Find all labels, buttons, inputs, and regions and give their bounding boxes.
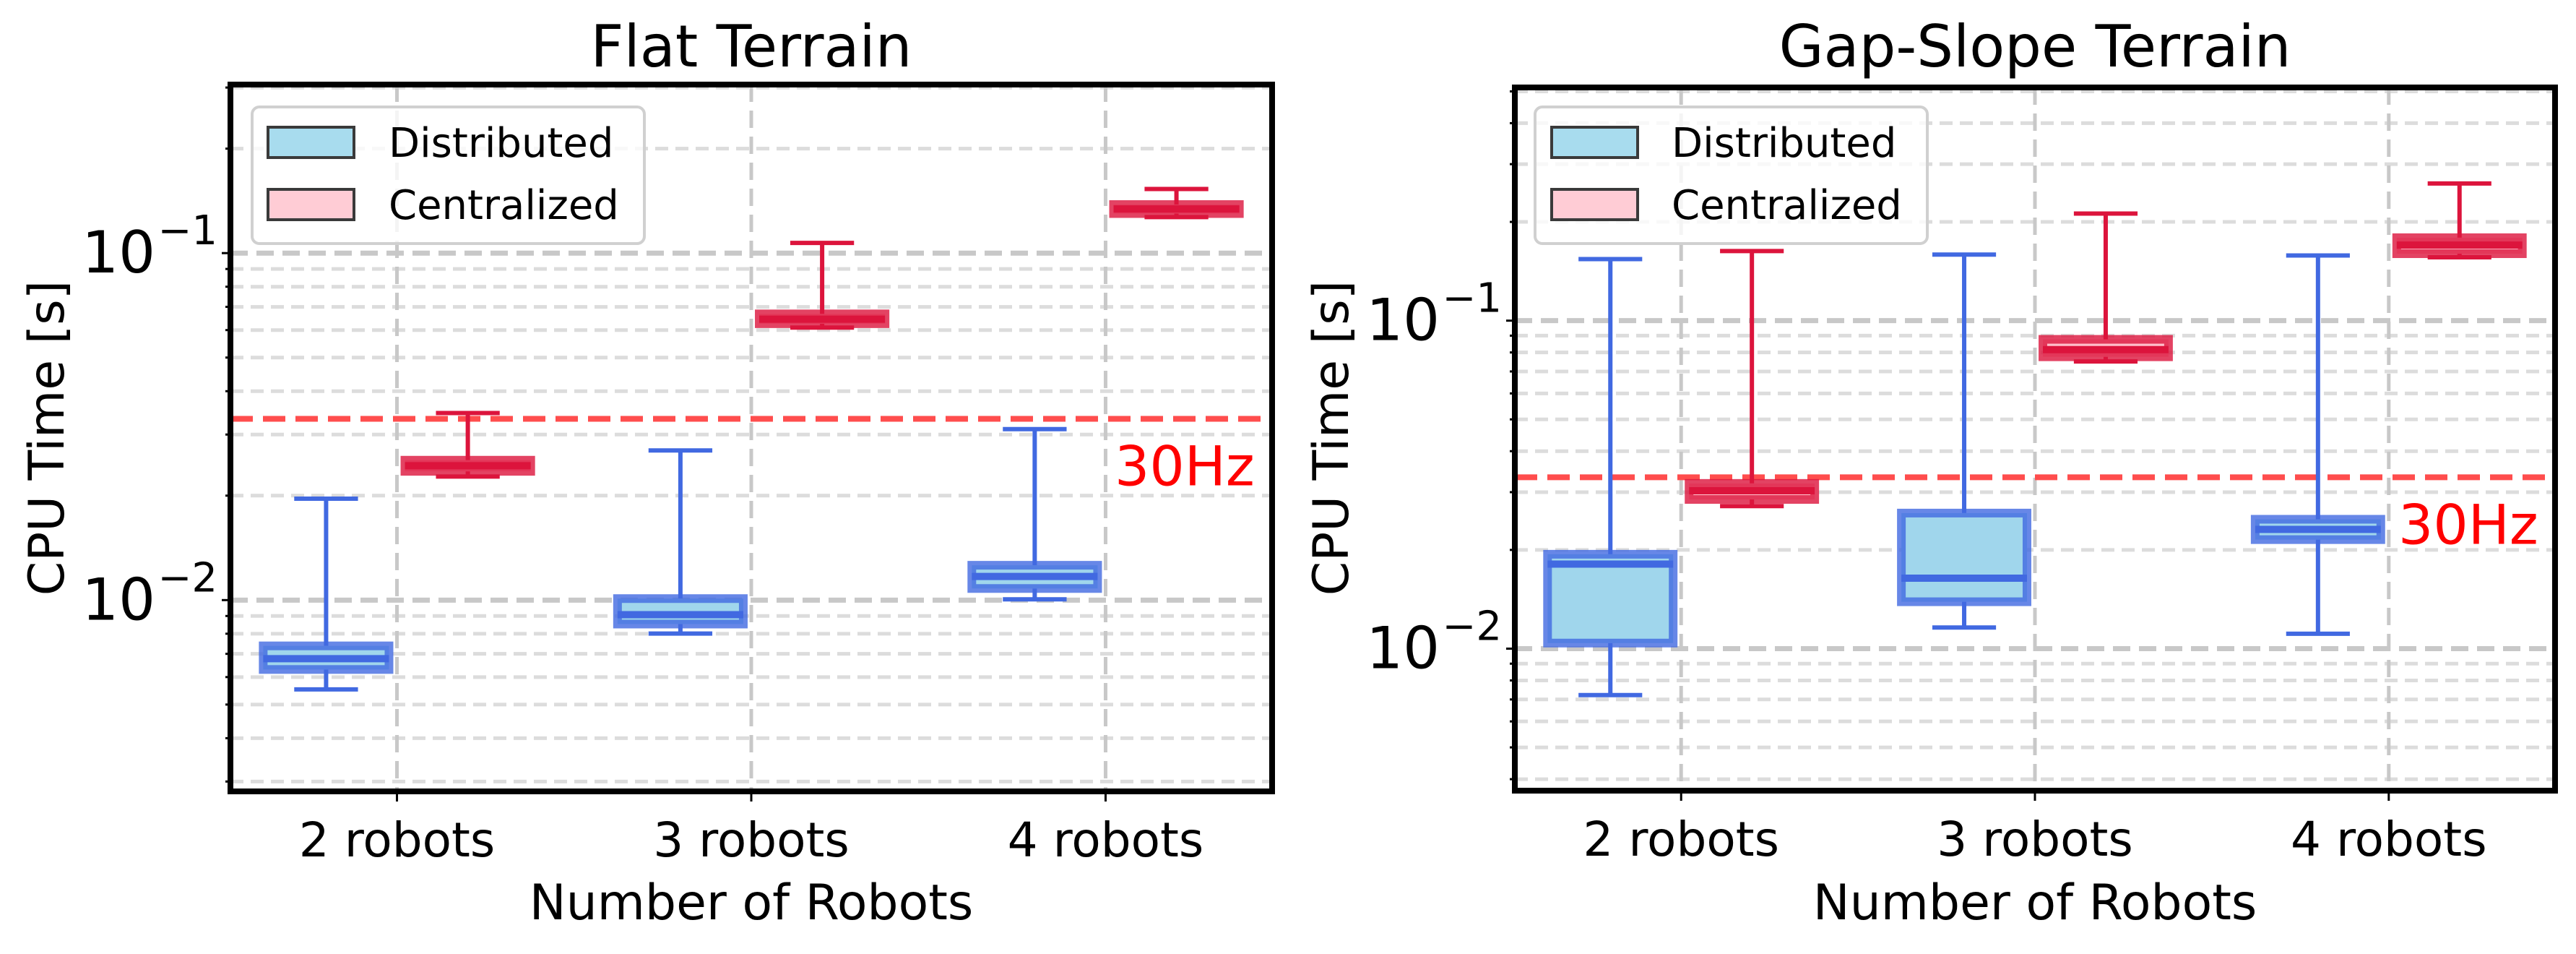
threshold-label: 30Hz bbox=[2398, 492, 2538, 556]
x-tick-label: 2 robots bbox=[299, 812, 496, 868]
y-tick-label-base: 10 bbox=[82, 219, 155, 286]
y-ticks: 10−210−1 bbox=[82, 86, 230, 783]
x-tick-label: 3 robots bbox=[653, 812, 850, 868]
y-tick-label-exponent: −1 bbox=[157, 207, 217, 254]
y-tick-label-base: 10 bbox=[82, 566, 155, 633]
legend-patch-distributed bbox=[267, 126, 355, 159]
x-tick-label: 3 robots bbox=[1937, 812, 2133, 867]
box-distributed-2-robots bbox=[1543, 257, 1678, 697]
legend: Distributed Centralized bbox=[1534, 106, 1929, 245]
y-tick-label: 10 bbox=[82, 566, 155, 633]
y-tick-label-exponent: −2 bbox=[157, 554, 217, 601]
x-ticks: 2 robots 3 robots 4 robots bbox=[299, 791, 1204, 868]
threshold-line-group: 30Hz bbox=[230, 416, 1272, 498]
y-tick-label-exponent: −2 bbox=[1442, 603, 1502, 650]
legend-patch-distributed bbox=[1550, 126, 1639, 159]
legend-label-distributed: Distributed bbox=[389, 120, 613, 167]
legend: Distributed Centralized bbox=[251, 106, 646, 245]
box-centralized-2-robots bbox=[1685, 249, 1820, 509]
box-centralized-2-robots bbox=[400, 411, 535, 479]
x-axis-label: Number of Robots bbox=[1813, 874, 2257, 932]
box-centralized-3-robots bbox=[755, 241, 890, 330]
x-tick-label: 2 robots bbox=[1583, 812, 1779, 867]
panel-title: Gap-Slope Terrain bbox=[1779, 13, 2291, 80]
legend-label-centralized: Centralized bbox=[1672, 182, 1902, 229]
threshold-label: 30Hz bbox=[1115, 434, 1255, 498]
x-ticks: 2 robots 3 robots 4 robots bbox=[1583, 791, 2487, 867]
box-distributed-3-robots bbox=[613, 448, 748, 636]
legend-patch-centralized bbox=[267, 188, 355, 221]
box-centralized-4-robots bbox=[1109, 186, 1244, 220]
box-distributed-3-robots bbox=[1897, 252, 2031, 630]
box-iqr bbox=[1897, 508, 2031, 606]
box-iqr bbox=[1543, 549, 1678, 648]
legend-label-centralized: Centralized bbox=[389, 182, 619, 229]
y-ticks: 10−210−1 bbox=[1366, 90, 1515, 781]
legend-patch-centralized bbox=[1550, 188, 1639, 221]
y-axis-label: CPU Time [s] bbox=[1303, 280, 1360, 596]
x-tick-label: 4 robots bbox=[2291, 812, 2487, 867]
y-tick-label: 10 bbox=[1366, 615, 1440, 682]
y-tick-label-base: 10 bbox=[1366, 287, 1440, 354]
box-distributed-4-robots bbox=[2250, 253, 2385, 636]
box-layer bbox=[259, 186, 1244, 692]
box-distributed-4-robots bbox=[967, 426, 1102, 602]
box-centralized-4-robots bbox=[2392, 181, 2527, 260]
y-tick-label: 10 bbox=[82, 219, 155, 286]
panel-gap-slope-terrain: Gap-Slope Terrain 30Hz 10−210−1 2 robots… bbox=[1303, 13, 2558, 932]
y-axis-label: CPU Time [s] bbox=[19, 280, 76, 596]
y-tick-label: 10 bbox=[1366, 287, 1440, 354]
box-layer bbox=[1543, 181, 2527, 697]
box-distributed-2-robots bbox=[259, 496, 394, 692]
box-centralized-3-robots bbox=[2039, 211, 2173, 364]
x-tick-label: 4 robots bbox=[1008, 812, 1204, 868]
panel-title: Flat Terrain bbox=[591, 13, 912, 80]
threshold-line-group: 30Hz bbox=[1515, 474, 2555, 556]
legend-label-distributed: Distributed bbox=[1672, 120, 1896, 167]
x-axis-label: Number of Robots bbox=[530, 874, 974, 932]
y-tick-label-exponent: −1 bbox=[1442, 275, 1502, 322]
y-tick-label-base: 10 bbox=[1366, 615, 1440, 682]
